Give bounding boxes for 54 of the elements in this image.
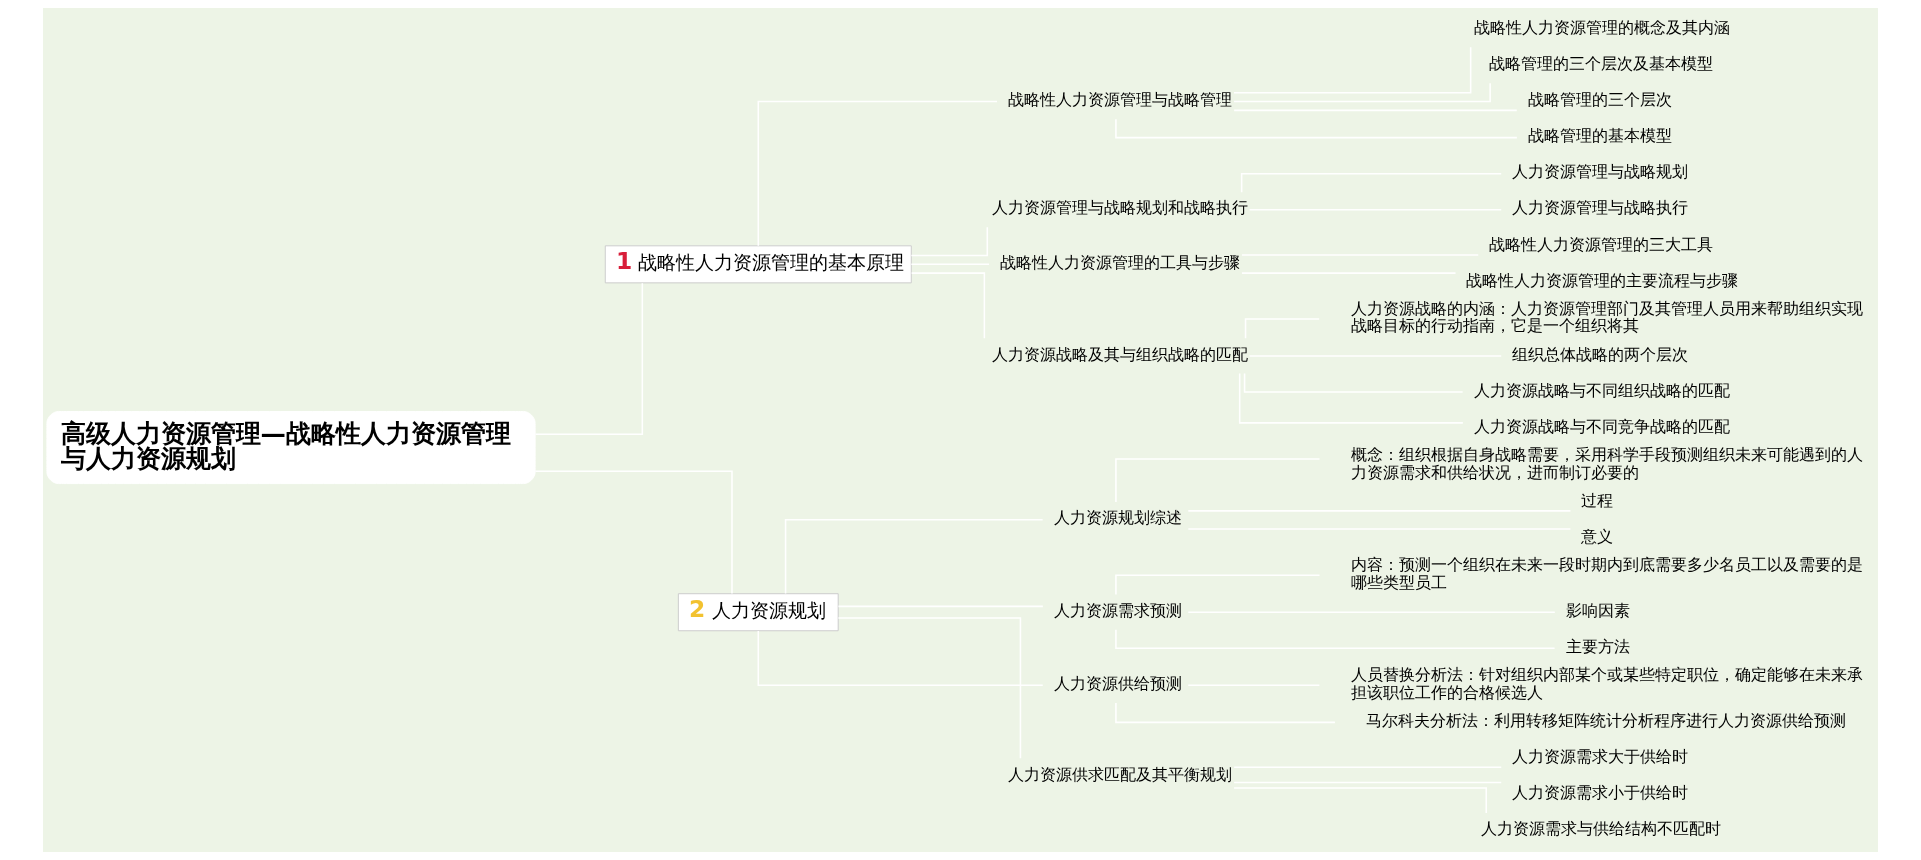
node-text: 组织总体战略的两个层次 bbox=[1512, 345, 1689, 364]
node-text: 人力资源战略与不同竞争战略的匹配 bbox=[1473, 417, 1730, 436]
connector bbox=[1233, 82, 1491, 103]
connector bbox=[1115, 458, 1321, 503]
node-text: 人力资源供给预测 bbox=[1053, 675, 1182, 694]
node-text: 人员替换分析法：针对组织内部某个或某些特定职位，确定能够在未来承担该职位工作的合格候选人 bbox=[1350, 666, 1863, 702]
node-text: 人力资源战略与不同组织战略的匹配 bbox=[1473, 381, 1730, 400]
node-text: 战略性人力资源管理的主要流程与步骤 bbox=[1466, 271, 1739, 290]
node-text: 人力资源需求小于供给时 bbox=[1512, 784, 1689, 803]
connector bbox=[1233, 787, 1488, 814]
connector bbox=[910, 272, 986, 340]
node-text: 战略管理的基本模型 bbox=[1527, 127, 1672, 146]
node-text: 人力资源需求大于供给时 bbox=[1512, 748, 1689, 767]
node-text: 人力资源需求预测 bbox=[1053, 601, 1182, 620]
node-text: 人力资源战略的内涵：人力资源管理部门及其管理人员用来帮助组织实现战略目标的行动指南，它是一个组织将其 bbox=[1350, 299, 1863, 336]
connector bbox=[534, 470, 733, 595]
connector bbox=[1240, 172, 1502, 193]
connector bbox=[1115, 629, 1556, 650]
node-text: 战略管理的三个层次 bbox=[1527, 91, 1672, 110]
node-text: 战略性人力资源管理与战略管理 bbox=[1007, 91, 1232, 110]
connector bbox=[784, 518, 1044, 595]
node-text: 概念：组织根据自身战略需要，采用科学手段预测组织未来可能遇到的人力资源需求和供给状况，进而制订必要的 bbox=[1350, 446, 1863, 482]
connector bbox=[1115, 574, 1321, 596]
connector bbox=[1243, 372, 1464, 393]
connector bbox=[1115, 702, 1336, 724]
node-text: 人力资源管理与战略规划和战略执行 bbox=[992, 199, 1249, 218]
node-text: 主要方法 bbox=[1565, 637, 1630, 656]
node-text: 人力资源管理与战略规划 bbox=[1512, 163, 1689, 182]
connector bbox=[757, 630, 1044, 687]
connector bbox=[1244, 318, 1320, 340]
connector bbox=[1233, 46, 1472, 94]
node-text: 影响因素 bbox=[1565, 601, 1630, 620]
node-text: 人力资源需求与供给结构不匹配时 bbox=[1481, 820, 1722, 839]
node-text: 人力资源管理与战略执行 bbox=[1512, 199, 1689, 218]
connector bbox=[534, 282, 644, 435]
node-box: 1 战略性人力资源管理的基本原理 bbox=[604, 245, 912, 284]
node-box: 高级人力资源管理—战略性人力资源管理与人力资源规划 bbox=[46, 411, 536, 485]
node-text: 马尔科夫分析法：利用转移矩阵统计分析程序进行人力资源供给预测 bbox=[1366, 712, 1847, 731]
node-text: 战略性人力资源管理的工具与步骤 bbox=[999, 254, 1240, 273]
node-text: 战略管理的三个层次及基本模型 bbox=[1489, 55, 1714, 74]
node-text: 过程 bbox=[1581, 491, 1614, 510]
node-text: 人力资源规划综述 bbox=[1053, 509, 1182, 528]
node-text: 内容：预测一个组织在未来一段时期内到底需要多少名员工以及需要的是哪些类型员工 bbox=[1350, 556, 1863, 592]
connector bbox=[910, 226, 989, 257]
connector bbox=[837, 617, 1022, 759]
node-text: 战略性人力资源管理的概念及其内涵 bbox=[1473, 19, 1730, 38]
connector bbox=[1115, 118, 1518, 139]
node-text: 意义 bbox=[1581, 527, 1614, 546]
node-box: 2 人力资源规划 bbox=[677, 593, 839, 632]
connector bbox=[1238, 372, 1464, 424]
node-text: 战略性人力资源管理的三大工具 bbox=[1489, 235, 1714, 254]
connector bbox=[757, 100, 998, 247]
node-text: 人力资源供求匹配及其平衡规划 bbox=[1007, 765, 1232, 784]
node-text: 人力资源战略及其与组织战略的匹配 bbox=[992, 345, 1249, 364]
